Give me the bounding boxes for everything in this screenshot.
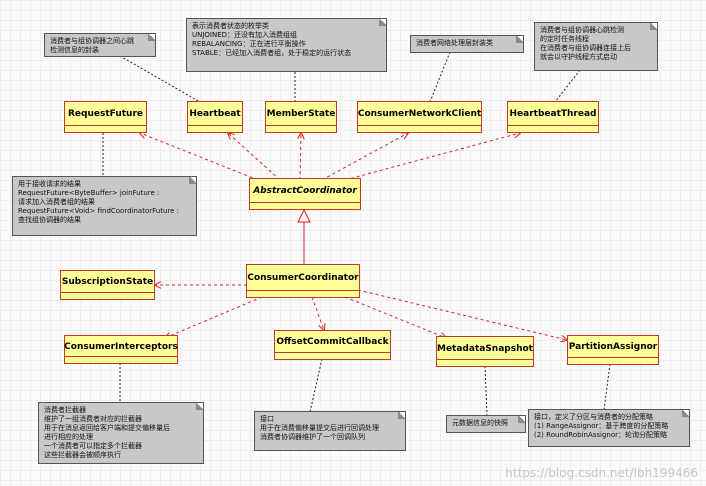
- note-request-future: 用于接收请求的结果 RequestFuture<ByteBuffer> join…: [12, 176, 197, 236]
- note-partition-assignor: 接口，定义了分区与消费者的分配策略 (1) RangeAssignor：基于跨度…: [528, 409, 690, 447]
- class-consumer-network-client[interactable]: ConsumerNetworkClient: [357, 101, 482, 133]
- class-heartbeat-label: Heartbeat: [189, 109, 241, 119]
- note-consumer-interceptors-text: 消费者拦截器 维护了一组消费者对应的拦截器 用于在消息返回给客户端和提交偏移量后…: [44, 406, 170, 459]
- note-offset-commit-callback-text: 接口 用于在消费偏移量提交后进行回调处理 消费者协调器维护了一个回调队列: [260, 415, 379, 441]
- class-consumer-interceptors[interactable]: ConsumerInterceptors: [64, 335, 178, 364]
- dep-abstract-heartbeatthread: [344, 133, 520, 181]
- note-consumer-interceptors: 消费者拦截器 维护了一组消费者对应的拦截器 用于在消息返回给客户端和提交偏移量后…: [38, 402, 204, 464]
- dep-consumer-interceptors: [165, 296, 263, 338]
- dep-abstract-heartbeat: [228, 133, 281, 181]
- note-metadata-snapshot-text: 元数据信息的快照: [452, 419, 508, 427]
- note-request-future-text: 用于接收请求的结果 RequestFuture<ByteBuffer> join…: [18, 180, 179, 224]
- class-partition-assignor[interactable]: PartitionAssignor: [567, 335, 659, 365]
- dep-abstract-requestfuture: [140, 133, 259, 181]
- class-metadata-snapshot[interactable]: MetadataSnapshot: [436, 336, 534, 367]
- assignor-note-anchor: [603, 363, 611, 411]
- class-request-future-label: RequestFuture: [67, 109, 143, 119]
- class-consumer-coordinator-label: ConsumerCoordinator: [247, 273, 359, 283]
- class-consumer-coordinator[interactable]: ConsumerCoordinator: [246, 264, 360, 298]
- heartbeat-note-anchor: [119, 55, 201, 103]
- note-heartbeat-text: 消费者与组协调器之间心跳 检测信息的封装: [50, 37, 134, 54]
- class-abstract-coordinator[interactable]: AbstractCoordinator: [249, 178, 361, 210]
- heartbeat-thread-note-anchor: [554, 69, 581, 103]
- class-offset-commit-callback[interactable]: OffsetCommitCallback: [274, 330, 391, 360]
- class-abstract-coordinator-label: AbstractCoordinator: [253, 186, 357, 196]
- note-heartbeat: 消费者与组协调器之间心跳 检测信息的封装: [44, 33, 156, 57]
- inheritance-consumer-to-abstract: [297, 208, 311, 265]
- class-partition-assignor-label: PartitionAssignor: [568, 342, 658, 352]
- metadata-note-anchor: [484, 365, 488, 416]
- note-network-client: 消费者网络处理层封装类: [410, 35, 524, 53]
- class-request-future[interactable]: RequestFuture: [64, 101, 147, 133]
- dep-abstract-memberstate: [300, 133, 301, 181]
- dep-consumer-metadata: [344, 296, 446, 338]
- class-subscription-state-label: SubscriptionState: [61, 277, 154, 287]
- commit-callback-note-anchor: [309, 358, 323, 413]
- watermark: https://blog.csdn.net/lbh199466: [505, 466, 698, 480]
- note-heartbeat-thread: 消费者与组协调器心跳检测 的定时任务线程 在消费者与组协调器连接上后 就会以守护…: [534, 22, 658, 71]
- note-heartbeat-thread-text: 消费者与组协调器心跳检测 的定时任务线程 在消费者与组协调器连接上后 就会以守护…: [540, 26, 631, 61]
- note-metadata-snapshot: 元数据信息的快照: [446, 415, 526, 433]
- note-partition-assignor-text: 接口，定义了分区与消费者的分配策略 (1) RangeAssignor：基于跨度…: [534, 413, 669, 439]
- note-member-state-text: 表示消费者状态的枚举类 UNJOINED：还没有加入消费组组 REBALANCI…: [192, 22, 352, 57]
- note-network-client-text: 消费者网络处理层封装类: [416, 39, 493, 47]
- class-member-state-label: MemberState: [266, 109, 336, 119]
- dep-abstract-networkclient: [321, 133, 408, 181]
- class-heartbeat-thread-label: HeartbeatThread: [509, 109, 597, 119]
- class-offset-commit-callback-label: OffsetCommitCallback: [276, 337, 389, 347]
- class-member-state[interactable]: MemberState: [265, 101, 337, 133]
- dep-consumer-commitcallback: [311, 296, 324, 330]
- note-offset-commit-callback: 接口 用于在消费偏移量提交后进行回调处理 消费者协调器维护了一个回调队列: [254, 411, 406, 451]
- class-subscription-state[interactable]: SubscriptionState: [60, 270, 155, 300]
- class-metadata-snapshot-label: MetadataSnapshot: [437, 343, 533, 354]
- note-member-state: 表示消费者状态的枚举类 UNJOINED：还没有加入消费组组 REBALANCI…: [186, 18, 387, 72]
- class-heartbeat-thread[interactable]: HeartbeatThread: [507, 101, 599, 133]
- class-consumer-interceptors-label: ConsumerInterceptors: [64, 341, 178, 352]
- class-consumer-network-client-label: ConsumerNetworkClient: [357, 109, 482, 119]
- network-client-note-anchor: [429, 51, 451, 103]
- class-heartbeat[interactable]: Heartbeat: [187, 101, 243, 133]
